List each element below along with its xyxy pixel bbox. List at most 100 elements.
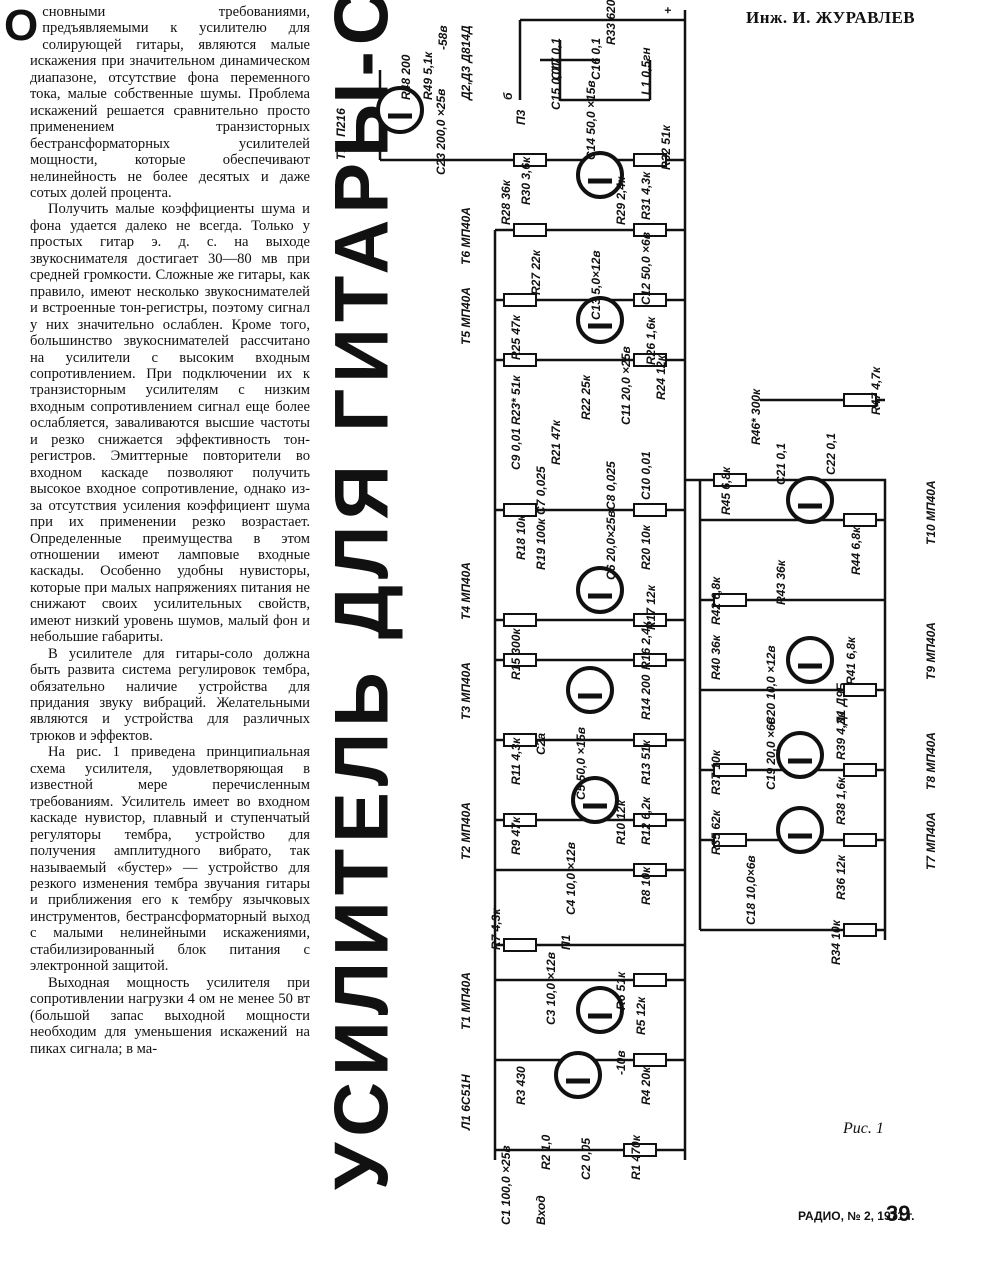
component-label: C22 0,1 <box>824 433 838 475</box>
component-label: R22 25к <box>579 374 593 420</box>
component-label: R39 4,3к <box>834 711 848 760</box>
page-number: 39 <box>886 1201 911 1226</box>
component-label: R38 1,6к <box>834 776 848 825</box>
paragraph-text: сновными требованиями, предъявляемыми к … <box>30 4 310 201</box>
component-label: C5 50,0 ×15в <box>574 727 588 800</box>
resistor-symbol <box>843 393 877 407</box>
component-label: П1 <box>559 934 573 950</box>
component-label: R15 300к <box>509 628 523 680</box>
component-label: б <box>501 92 515 100</box>
paragraph: На рис. 1 приведена принципиальная схема… <box>30 744 310 975</box>
resistor-symbol <box>503 938 537 952</box>
component-label: T9 МП40А <box>924 622 938 680</box>
component-label: R27 22к <box>529 249 543 295</box>
transistor-symbol <box>576 986 624 1034</box>
component-label: R16 2,4к <box>639 621 653 670</box>
resistor-symbol <box>503 733 537 747</box>
resistor-symbol <box>513 153 547 167</box>
component-label: R18 10к <box>514 514 528 560</box>
resistor-symbol <box>713 473 747 487</box>
component-label: R33 620 <box>604 0 618 45</box>
resistor-symbol <box>513 223 547 237</box>
component-label: R6 51к <box>614 971 628 1010</box>
component-label: R19 100к <box>534 518 548 570</box>
schematic-components <box>376 86 877 1157</box>
paragraph: В усилителе для гитары-соло должна быть … <box>30 645 310 744</box>
component-label: C17 0,1 <box>549 38 563 80</box>
component-label: R34 10к <box>829 919 843 965</box>
resistor-symbol <box>503 613 537 627</box>
resistor-symbol <box>713 833 747 847</box>
transistor-symbol <box>376 86 424 134</box>
resistor-symbol <box>633 863 667 877</box>
resistor-symbol <box>843 833 877 847</box>
component-label: L1 0,5гн <box>639 47 653 95</box>
component-label: R29 2,4к <box>614 176 628 225</box>
component-label: C19 20,0 ×6в <box>764 717 778 790</box>
component-label: Д1 Д9Б <box>834 682 848 726</box>
resistor-symbol <box>503 503 537 517</box>
component-label: Л1 6С51Н <box>459 1074 473 1131</box>
component-label: R4 20к <box>639 1066 653 1105</box>
transistor-symbol <box>776 731 824 779</box>
component-label: T8 МП40А <box>924 732 938 790</box>
schematic-wires <box>378 10 887 1160</box>
component-label: R28 36к <box>499 179 513 225</box>
transistor-symbol <box>576 151 624 199</box>
magazine-footer: РАДИО, № 2, 1971 г. <box>798 1209 915 1223</box>
component-label: -58в <box>436 25 450 50</box>
component-label: C13 5,0×12в <box>589 250 603 320</box>
component-label: R46* 300к <box>749 388 763 445</box>
component-label: C20 10,0 ×12в <box>764 645 778 725</box>
component-label: C8 0,025 <box>604 461 618 510</box>
component-label: R17 12к <box>644 584 658 630</box>
component-label: R25 47к <box>509 314 523 360</box>
component-label: T6 МП40А <box>459 207 473 265</box>
resistor-symbol <box>633 153 667 167</box>
component-label: Д2,Д3 Д814Д <box>459 25 473 101</box>
resistor-symbol <box>633 503 667 517</box>
component-label: R11 4,3к <box>509 737 523 785</box>
resistor-symbol <box>633 813 667 827</box>
resistor-symbol <box>503 293 537 307</box>
transistor-symbol <box>786 636 834 684</box>
resistor-symbol <box>633 223 667 237</box>
transistor-symbol <box>776 806 824 854</box>
drop-cap: О <box>4 1 39 50</box>
component-label: R26 1,6к <box>644 316 658 365</box>
component-label: C7 0,025 <box>534 466 548 515</box>
component-label: + <box>661 7 675 14</box>
resistor-symbol <box>633 733 667 747</box>
component-label: C11 20,0 ×25в <box>619 346 633 425</box>
resistor-symbol <box>843 923 877 937</box>
component-label: R42 6,8к <box>709 576 723 625</box>
resistor-symbol <box>633 973 667 987</box>
component-label: R2 1,0 <box>539 1134 553 1170</box>
resistor-symbol <box>843 513 877 527</box>
component-label: C10 0,01 <box>639 451 653 500</box>
resistor-symbol <box>503 353 537 367</box>
resistor-symbol <box>633 353 667 367</box>
component-label: R24 12к <box>654 354 668 400</box>
component-label: R13 51к <box>639 739 653 785</box>
component-label: R41 6,8к <box>844 636 858 685</box>
transistor-symbol <box>566 666 614 714</box>
component-label: R30 3,6к <box>519 156 533 205</box>
resistor-symbol <box>633 1053 667 1067</box>
resistor-symbol <box>713 593 747 607</box>
component-label: C23 200,0 ×25в <box>434 89 448 175</box>
component-label: R45 6,8к <box>719 466 733 515</box>
resistor-symbol <box>713 763 747 777</box>
component-label: R37 10к <box>709 749 723 795</box>
component-label: R44 6,8к <box>849 526 863 575</box>
component-label: R12 6,2к <box>639 796 653 845</box>
resistor-symbol <box>633 613 667 627</box>
transistor-symbol <box>554 1051 602 1099</box>
paragraph: Выходная мощность усилителя при сопротив… <box>30 974 310 1057</box>
component-label: R7 4,3к <box>489 908 503 950</box>
component-label: C16 0,1 <box>589 38 603 80</box>
component-label: T4 МП40А <box>459 562 473 620</box>
author-byline: Инж. И. ЖУРАВЛЕВ <box>746 8 916 27</box>
component-label: П3 <box>514 109 528 125</box>
